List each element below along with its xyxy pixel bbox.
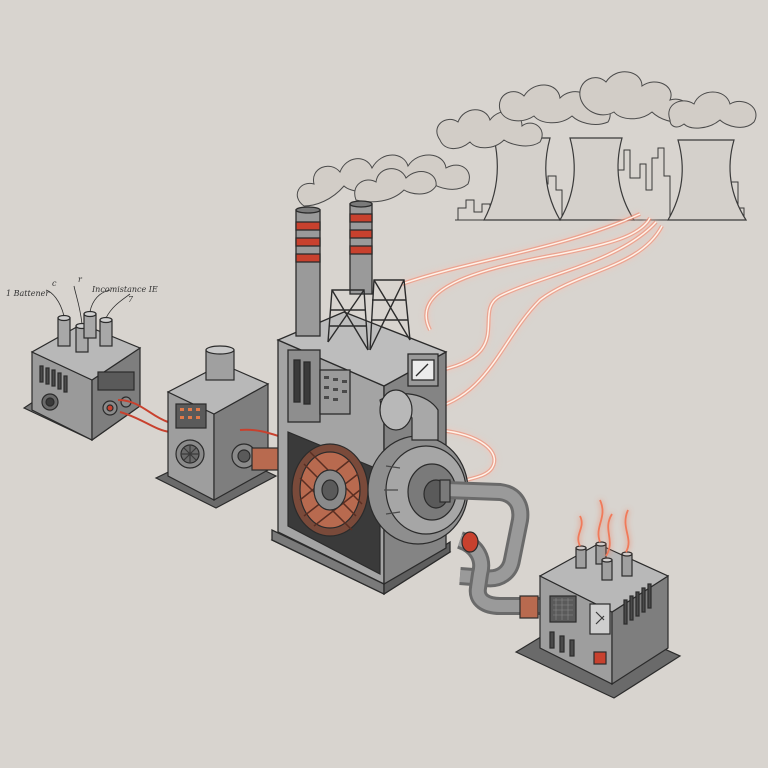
generator-icon	[287, 389, 469, 575]
transformer-icon	[514, 541, 682, 699]
cooling-tower-icon	[483, 137, 748, 221]
label-4: Incomistance IE	[91, 285, 158, 294]
smoke-plumes	[296, 71, 757, 207]
label-5: 7	[128, 295, 134, 304]
heat-wisps	[577, 499, 630, 557]
pipe-icon	[439, 479, 548, 619]
label-2: c	[52, 279, 57, 288]
power-line-icon	[401, 212, 664, 490]
connector-wire	[117, 399, 171, 433]
label-1: 1 Battener	[6, 289, 50, 298]
label-3: r	[78, 275, 83, 284]
